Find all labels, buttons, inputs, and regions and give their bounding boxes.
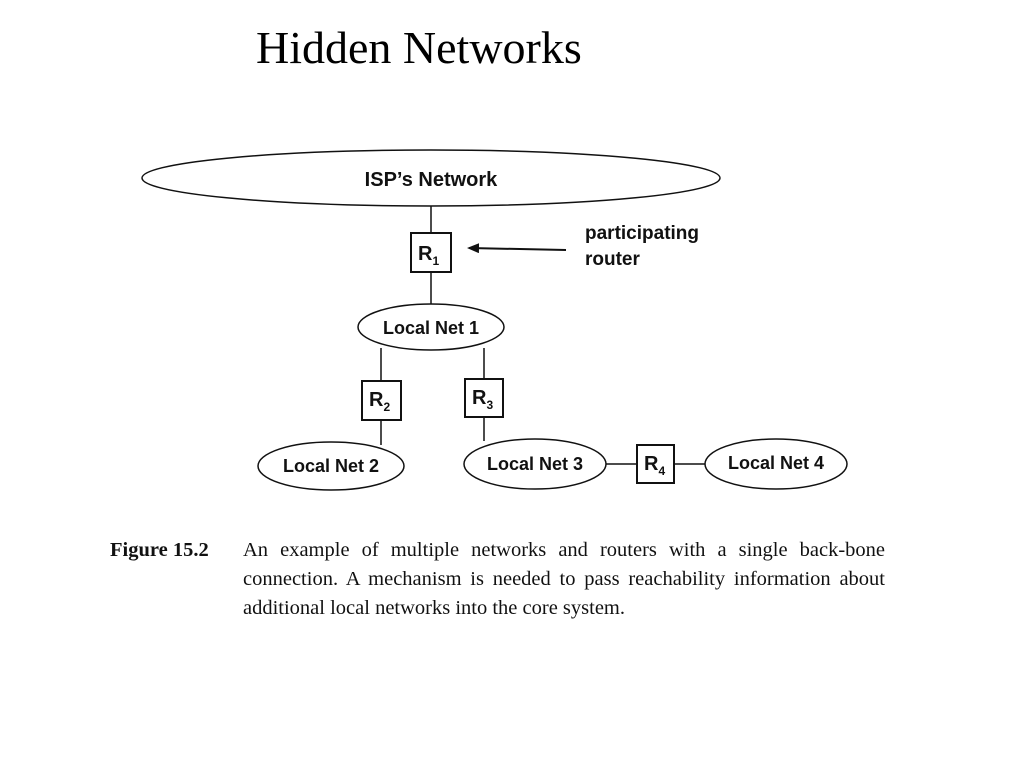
router-r2-label: R2 (369, 389, 390, 414)
router-r1: R1 (410, 232, 452, 273)
annotation-line-1: participating (585, 223, 699, 244)
router-r3: R3 (464, 378, 504, 418)
annotation-line-2: router (585, 249, 641, 270)
local-net-3: Local Net 3 (463, 438, 607, 490)
local-net-1-label: Local Net 1 (383, 318, 479, 338)
router-r2: R2 (361, 380, 402, 421)
isp-network: ISP’s Network (141, 149, 721, 207)
local-net-4-label: Local Net 4 (728, 453, 824, 473)
annotation-arrow (467, 243, 567, 254)
figure-label: Figure 15.2 (110, 539, 209, 561)
figure-caption-text: An example of multiple networks and rout… (243, 539, 885, 619)
router-r4: R4 (636, 444, 675, 484)
local-net-3-label: Local Net 3 (487, 454, 583, 474)
isp-network-label: ISP’s Network (365, 169, 499, 191)
local-net-2: Local Net 2 (257, 441, 405, 491)
figure-caption: Figure 15.2 An example of multiple netwo… (110, 536, 885, 623)
router-r3-label: R3 (472, 387, 493, 412)
slide-title: Hidden Networks (256, 22, 582, 73)
router-r4-label: R4 (644, 453, 665, 478)
local-net-4: Local Net 4 (704, 438, 848, 490)
router-r1-label: R1 (418, 243, 439, 268)
local-net-1: Local Net 1 (357, 303, 505, 351)
annotation-text: participating router (585, 223, 704, 270)
local-net-2-label: Local Net 2 (283, 456, 379, 476)
